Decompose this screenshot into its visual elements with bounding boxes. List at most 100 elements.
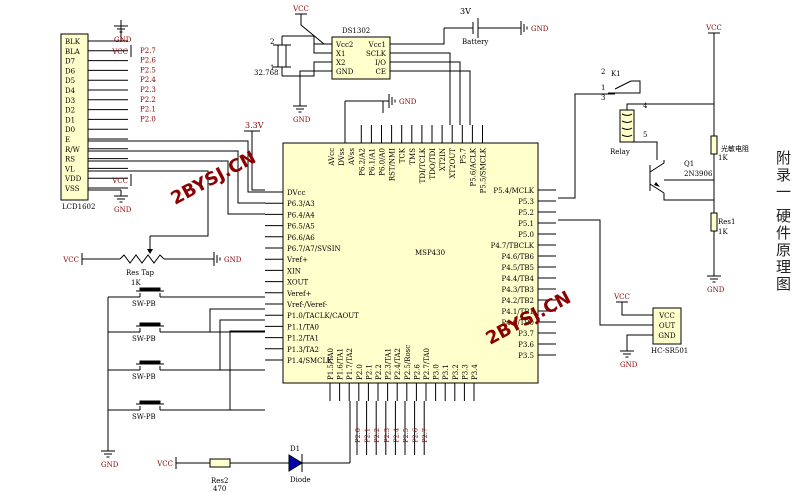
- mcu-bottom-pin-label: P2.3/TA1: [385, 348, 393, 380]
- mcu-right-pin-label: P5.2: [518, 209, 534, 217]
- res1-body: [710, 212, 718, 232]
- relay-coil-winding: [621, 134, 633, 137]
- lcd-vl-wire: [88, 170, 209, 237]
- lcd-net-label: P2.3: [140, 86, 156, 94]
- q1-part: 2N3906: [684, 170, 713, 178]
- hcsr501-name: HC-SR501: [651, 347, 688, 355]
- lcd-blk-gnd-label: GND: [114, 36, 132, 44]
- mcu-bottom-pin-label: P1.5/TA0: [327, 348, 335, 380]
- mcu-right-pin-label: P5.1: [518, 220, 534, 228]
- pot-name: Res Tap: [126, 269, 155, 277]
- mcu-left-pin-label: DVcc: [287, 189, 305, 197]
- mcu-top-pin-label: XT2OUT: [449, 148, 457, 179]
- mcu-bottom-net-label: P2.2: [373, 428, 381, 443]
- mcu-right-pin-label: P4.3/TB3: [502, 286, 534, 294]
- relay-pin1: 1: [601, 84, 605, 92]
- ds1302-left-pin-label: X2: [336, 59, 345, 67]
- mcu-top-pin-label: P6.1/A1: [368, 148, 376, 176]
- mcu-left-pin-label: P6.3/A3: [287, 200, 315, 208]
- pot-vcc-label: VCC: [62, 256, 79, 264]
- mcu-top-pin-label: TCK: [399, 147, 407, 163]
- lcd-rs-wire: [88, 160, 265, 215]
- lcd-bla-vcc-label: VCC: [111, 48, 128, 56]
- lcd-pin-label: D0: [65, 126, 75, 134]
- relay-pin5: 5: [643, 131, 647, 139]
- mcu-left-pin-label: P1.1/TA0: [287, 323, 319, 331]
- res2-value: 470: [213, 485, 226, 493]
- relay-coil-winding: [621, 127, 633, 130]
- mcu-right-pin-label: P4.5/TB5: [502, 264, 534, 272]
- relay-blade: [614, 80, 632, 90]
- mcu-bottom-net-label: P2.7: [421, 428, 429, 443]
- ds1302-vcc-wire: [300, 14, 332, 45]
- mcu-bottom-pin-label: P3.3: [461, 364, 469, 380]
- mcu-bottom-pin-label: P1.7/TA2: [346, 348, 354, 380]
- relay-name: Relay: [610, 148, 630, 156]
- mcu-top-pin-label: TMS: [409, 148, 417, 165]
- pot-value: 1K: [131, 279, 141, 287]
- switch-label: SW-PB: [132, 373, 156, 381]
- mcu-right-pin-label: P3.6: [518, 341, 534, 349]
- mcu-bottom-pin-label: P3.1: [442, 364, 450, 380]
- lcd-pin-label: RS: [65, 156, 75, 164]
- mcu-bottom-pin-label: P2.5/Rosc: [404, 345, 412, 380]
- relay-pin3: 3: [601, 94, 605, 102]
- mcu-top-pin-label: P6.0/A0: [379, 148, 387, 176]
- ds1302-gnd-wire: [299, 70, 314, 100]
- hcsr501-body: [652, 307, 682, 345]
- relay-coil-top: [626, 103, 714, 110]
- lcd-pin-label: VSS: [64, 185, 80, 193]
- switch-gnd-label: GND: [101, 461, 119, 469]
- mcu-bottom-pin-label: P3.4: [471, 364, 479, 380]
- res1-value: 1K: [718, 228, 728, 236]
- hcsr501-pin-label: GND: [658, 332, 676, 340]
- hcsr501-vcc-label: VCC: [613, 293, 630, 301]
- lcd-pin-label: D7: [65, 58, 75, 66]
- lcd-pin-label: D5: [65, 77, 75, 85]
- hcsr501-pin-label: OUT: [659, 322, 676, 330]
- mcu-left-pin-label: Veref+: [286, 290, 312, 298]
- mcu-bottom-pin-label: P2.7/TA0: [423, 348, 431, 380]
- lcd-pin-label: D1: [65, 116, 75, 124]
- mcu-bottom-pin-label: P2.6: [413, 364, 421, 380]
- lcd-net-label: P2.4: [140, 76, 156, 84]
- hcsr501-gnd-label: GND: [620, 361, 638, 369]
- hcsr501-vcc-wire: [621, 302, 635, 316]
- switch-label: SW-PB: [132, 413, 156, 421]
- watermark-left: 2BYSJ.CN: [167, 147, 259, 209]
- led-vcc-label: VCC: [156, 460, 173, 468]
- lcd-net-label: P2.6: [140, 57, 156, 65]
- dvss-gnd-label: GND: [399, 98, 417, 106]
- lcd-pin-label: VL: [64, 165, 75, 173]
- mcu-top-pin-label: AVss: [348, 148, 356, 166]
- crystal-body: [277, 44, 287, 68]
- mcu-bottom-pin-label: P3.2: [452, 364, 460, 380]
- mcu-top-pin-label: TDI/TCLK: [419, 147, 427, 183]
- ds1302-gnd-label: GND: [293, 116, 311, 124]
- mcu-bottom-net-label: P2.1: [364, 428, 372, 443]
- lcd-pin-label: D3: [65, 97, 75, 105]
- switch-button: [139, 322, 161, 327]
- q1-emitter: [649, 183, 665, 194]
- crystal-label: 32.768: [254, 69, 279, 77]
- mcu-left-pin-label: P1.3/TA2: [287, 346, 319, 354]
- v33-label: 3.3V: [245, 121, 264, 130]
- mcu-right-pin-label: P4.0/TB0: [502, 319, 534, 327]
- hcsr501-out-wire: [558, 219, 635, 326]
- mcu-left-pin-label: XIN: [287, 267, 301, 275]
- hcsr501-pin-label: VCC: [658, 312, 675, 320]
- mcu-bottom-pin-label: P1.6/TA1: [337, 348, 345, 380]
- lcd-net-label: P2.2: [140, 96, 156, 104]
- battery-vcc1-wire: [408, 28, 445, 45]
- mcu-right-pin-label: P3.5: [518, 352, 534, 360]
- lcd-rw-wire: [88, 150, 265, 204]
- ds1302-ce-wire: [408, 70, 471, 125]
- ds1302-left-pin-label: Vcc2: [335, 41, 353, 49]
- switch-button: [139, 360, 161, 365]
- relay-coil: [619, 109, 635, 143]
- q1-collector: [649, 162, 665, 173]
- lcd-pin-label: BLK: [65, 38, 81, 46]
- mcu-right-pin-label: P5.4/MCLK: [493, 187, 534, 195]
- ds1302-io-wire: [408, 61, 461, 125]
- photoresistor-body: [710, 135, 718, 155]
